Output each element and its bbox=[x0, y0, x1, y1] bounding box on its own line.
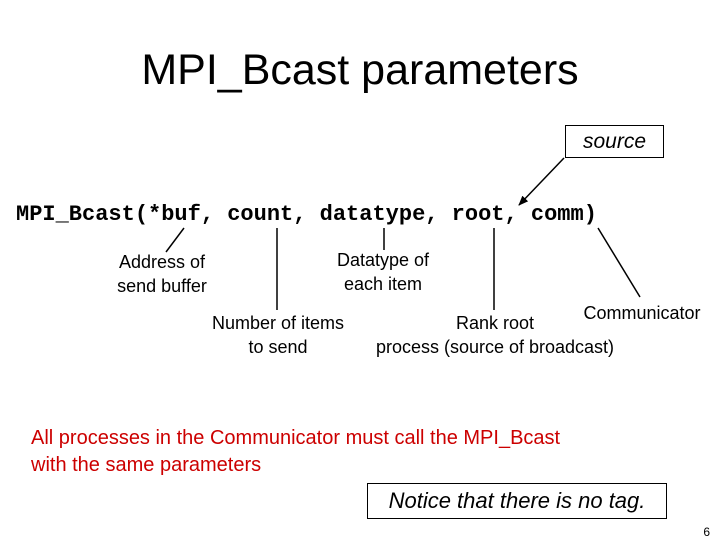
count-label: Number of items to send bbox=[193, 311, 363, 359]
count-label-line2: to send bbox=[248, 337, 308, 357]
buf-label-line1: Address of bbox=[118, 252, 206, 272]
page-number: 6 bbox=[703, 525, 710, 539]
count-label-line1: Number of items bbox=[211, 313, 345, 333]
root-label-line2: process (source of broadcast) bbox=[375, 337, 615, 357]
buf-pointer-line bbox=[165, 227, 185, 253]
requirement-note-line1: All processes in the Communicator must c… bbox=[31, 427, 561, 449]
no-tag-callout: Notice that there is no tag. bbox=[367, 483, 667, 519]
root-label: Rank root process (source of broadcast) bbox=[354, 311, 636, 359]
requirement-note-line2: with the same parameters bbox=[31, 454, 262, 476]
comm-label: Communicator bbox=[583, 303, 701, 323]
source-callout: source bbox=[565, 125, 664, 158]
datatype-label-line1: Datatype of bbox=[336, 250, 430, 270]
slide-title: MPI_Bcast parameters bbox=[141, 46, 579, 94]
datatype-label-line2: each item bbox=[343, 274, 423, 294]
root-label-line1: Rank root bbox=[455, 313, 535, 333]
comm-pointer-line bbox=[597, 227, 641, 298]
source-arrow bbox=[518, 157, 565, 206]
buf-label-line2: send buffer bbox=[117, 276, 207, 296]
requirement-note: All processes in the Communicator must c… bbox=[31, 425, 691, 479]
function-signature: MPI_Bcast(*buf, count, datatype, root, c… bbox=[16, 202, 597, 227]
datatype-label: Datatype of each item bbox=[318, 248, 448, 296]
buf-label: Address of send buffer bbox=[104, 250, 220, 298]
